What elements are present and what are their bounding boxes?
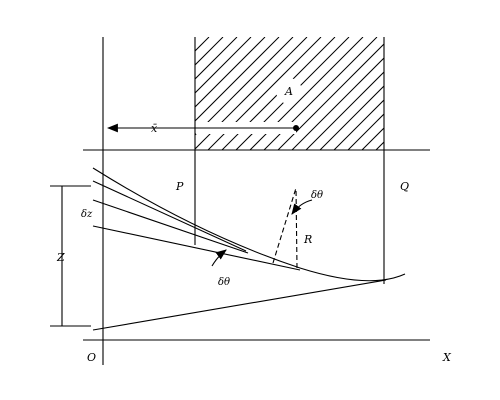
label-dz: δz [81, 209, 93, 220]
label-z: Z [56, 251, 65, 264]
label-p: P [175, 180, 184, 193]
hatch-line [361, 127, 384, 150]
hatch-line [305, 71, 384, 150]
tangent-line-2 [92, 199, 249, 254]
hatch-line [390, 37, 500, 150]
hatch-line [195, 37, 196, 38]
hatch-line [488, 37, 500, 150]
label-r: R [303, 233, 312, 246]
label-xbar: x̄ [151, 122, 158, 135]
dtheta-bottom-arc [211, 249, 227, 267]
deflection-curve [92, 167, 406, 282]
hatch-line [195, 37, 280, 122]
label-x-axis: X [442, 351, 452, 364]
label-q: Q [400, 180, 409, 193]
hatch-line [418, 37, 500, 150]
hatch-line [375, 141, 384, 150]
radius-dashed-line-2 [295, 187, 298, 269]
radius-dashed-line-1 [272, 187, 297, 264]
label-a-backdrop [276, 78, 302, 104]
label-dtheta-bottom: δθ [218, 277, 230, 288]
hatch-line [291, 57, 384, 150]
hatch-line [195, 37, 224, 66]
hatch-line [319, 85, 384, 150]
hatch-line [277, 43, 384, 150]
hatch-line [195, 37, 252, 94]
label-origin: O [87, 351, 96, 364]
tangent-line-3 [92, 225, 301, 271]
label-dtheta-top: δθ [311, 190, 323, 201]
hatch-line [195, 37, 238, 80]
hatch-line [333, 99, 384, 150]
hatch-line [347, 113, 384, 150]
base-line [92, 279, 387, 331]
hatch-line [195, 37, 266, 108]
label-a: A [284, 85, 293, 98]
dtheta-top-arc [291, 199, 313, 215]
hatch-line [446, 37, 500, 150]
tangent-line-1 [92, 180, 247, 252]
hatched-area [195, 37, 500, 150]
centroid-point [293, 125, 299, 131]
hatch-line [460, 37, 500, 150]
hatch-line [432, 37, 500, 150]
hatch-line [474, 37, 500, 150]
hatch-line [404, 37, 500, 150]
